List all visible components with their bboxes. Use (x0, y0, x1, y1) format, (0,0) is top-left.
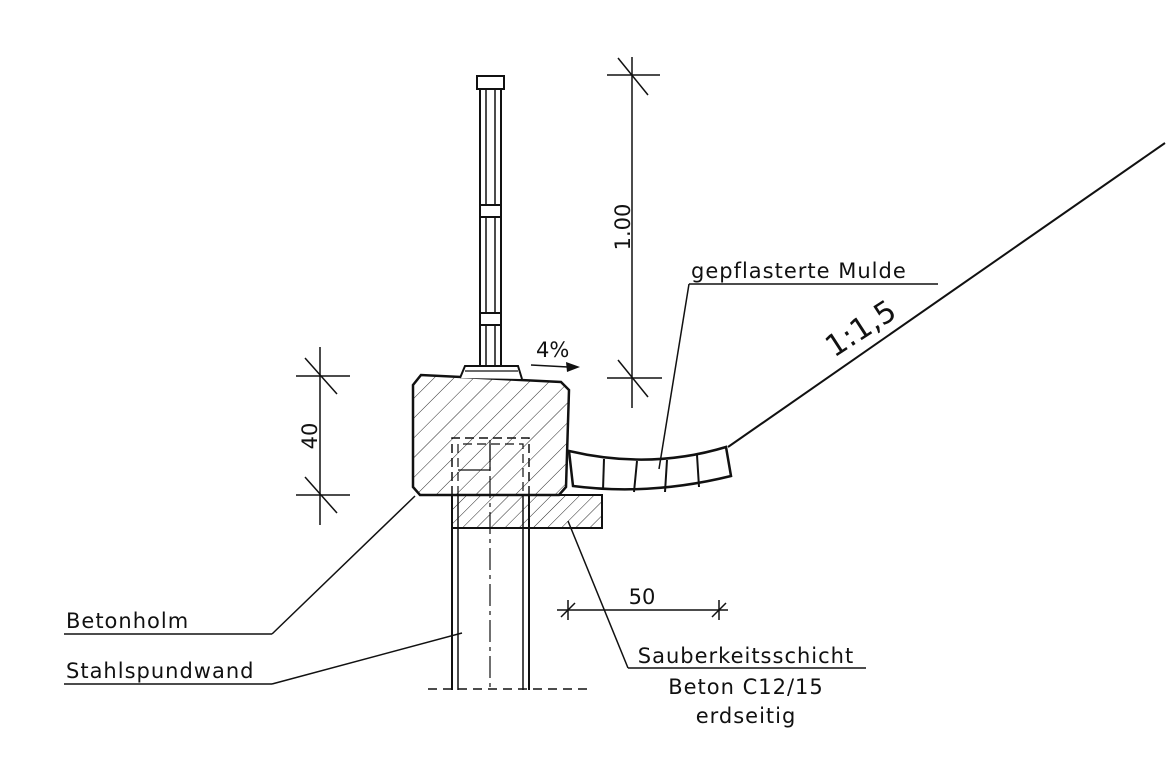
dimension-layer-overhang (557, 600, 728, 620)
dimension-railing-height (607, 57, 662, 408)
gradient-arrow (530, 362, 580, 372)
cleanliness-layer (451, 494, 603, 529)
slope-line (727, 142, 1166, 448)
label-holm-height: 40 (298, 423, 322, 450)
label-sauberkeitsschicht: Sauberkeitsschicht (638, 644, 854, 668)
label-betonholm: Betonholm (66, 609, 189, 633)
leader-lines (64, 283, 938, 685)
label-erdseitig: erdseitig (696, 704, 797, 728)
label-stahlspundwand: Stahlspundwand (66, 659, 254, 683)
label-gepflasterte-mulde: gepflasterte Mulde (691, 259, 907, 283)
paved-trough (567, 445, 733, 493)
label-layer-overhang: 50 (629, 585, 656, 609)
dimension-holm-height (296, 347, 350, 525)
label-beton-class: Beton C12/15 (668, 675, 824, 699)
concrete-cap-beam (411, 373, 571, 497)
label-gradient: 4% (536, 338, 569, 362)
railing-post (459, 75, 523, 380)
label-railing-height: 1.00 (611, 204, 635, 251)
